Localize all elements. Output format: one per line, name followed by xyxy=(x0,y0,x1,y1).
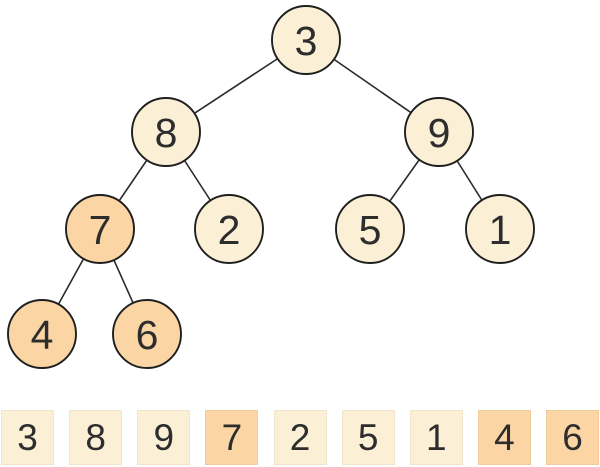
node-circle xyxy=(112,299,182,369)
tree-node-6: 6 xyxy=(112,299,182,369)
tree-node-5: 5 xyxy=(335,194,405,264)
tree-node-8: 8 xyxy=(131,97,201,167)
tree-node-7: 7 xyxy=(65,194,135,264)
node-circle xyxy=(271,5,341,75)
node-value: 2 xyxy=(218,207,241,253)
node-value: 4 xyxy=(31,312,54,358)
node-circle xyxy=(194,194,264,264)
node-circle xyxy=(65,194,135,264)
node-value: 9 xyxy=(428,110,451,156)
array-cell-4: 4 xyxy=(477,410,531,465)
node-circle xyxy=(404,97,474,167)
array-cell-3: 3 xyxy=(1,410,54,465)
node-value: 3 xyxy=(295,18,318,64)
node-circle xyxy=(335,194,405,264)
array-cell-7: 7 xyxy=(205,410,259,465)
array-cell-5: 5 xyxy=(341,410,395,465)
node-circle xyxy=(465,194,535,264)
node-value: 5 xyxy=(359,207,382,253)
array-cell-9: 9 xyxy=(137,410,191,465)
array-cell-6: 6 xyxy=(546,410,599,465)
node-value: 6 xyxy=(136,312,159,358)
tree-node-2: 2 xyxy=(194,194,264,264)
node-value: 7 xyxy=(89,207,112,253)
tree-node-4: 4 xyxy=(7,299,77,369)
node-value: 8 xyxy=(155,110,178,156)
binary-tree-diagram: 3 8 9 7 2 5 1 4 6 xyxy=(7,5,535,369)
array-cell-8: 8 xyxy=(69,410,123,465)
node-value: 1 xyxy=(489,207,512,253)
node-circle xyxy=(131,97,201,167)
tree-node-1: 1 xyxy=(465,194,535,264)
tree-node-3: 3 xyxy=(271,5,341,75)
array-cell-2: 2 xyxy=(273,410,327,465)
array-cell-1: 1 xyxy=(409,410,463,465)
node-circle xyxy=(7,299,77,369)
tree-node-9: 9 xyxy=(404,97,474,167)
